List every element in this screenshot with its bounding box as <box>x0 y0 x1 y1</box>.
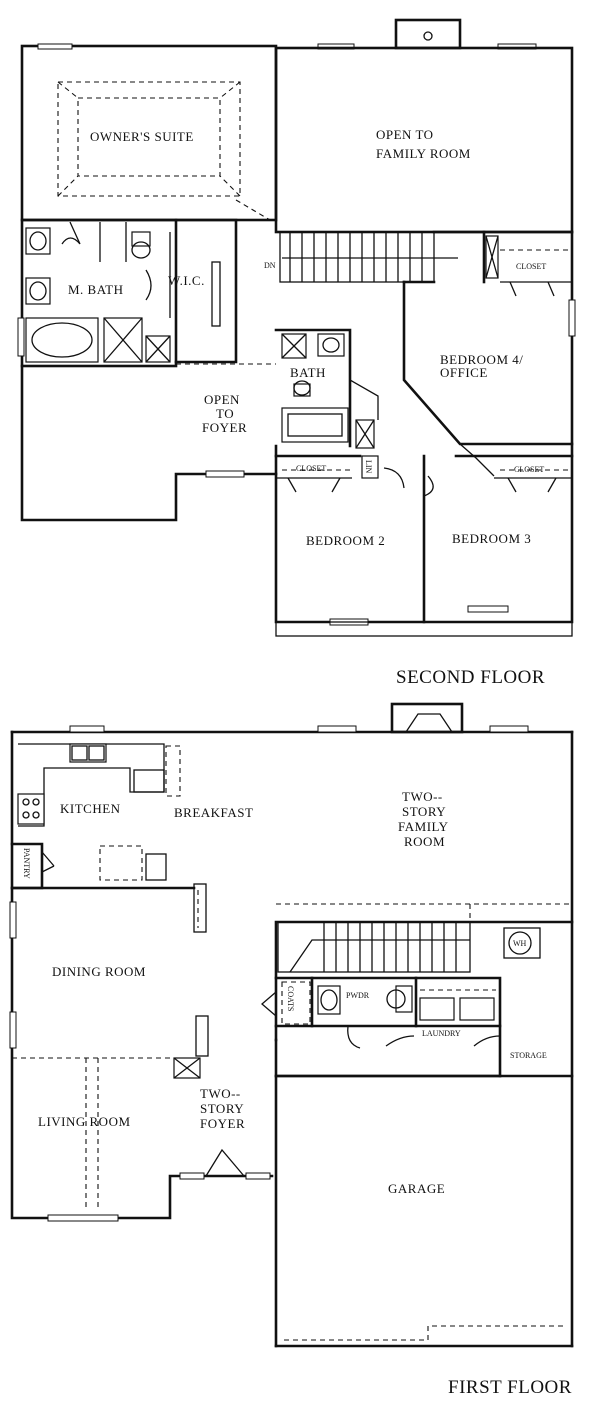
water-heater-label: WH <box>513 939 527 948</box>
dryer-icon <box>459 997 495 1021</box>
washer-icon <box>419 997 455 1021</box>
linen-closet-icon <box>361 455 379 479</box>
water-heater-icon <box>508 931 532 955</box>
door-swing <box>385 1035 415 1047</box>
window <box>47 1214 119 1222</box>
second-floor-plan <box>17 18 576 637</box>
fireplace <box>390 702 464 734</box>
fireplace-icon <box>423 31 433 41</box>
window <box>9 901 17 939</box>
pantry-cabinet <box>165 745 181 797</box>
door-swing <box>261 991 277 1017</box>
walk-in-closet-outline <box>174 218 238 364</box>
bath-label: BATH <box>290 365 326 380</box>
bedroom-3-label: BEDROOM 3 <box>452 531 531 546</box>
closet-door <box>509 281 555 297</box>
lower-roof-outline <box>20 364 278 522</box>
family-room-label-2: STORY <box>402 804 446 819</box>
open-to-foyer-label-2: TO <box>216 406 234 421</box>
window <box>37 43 73 50</box>
column <box>193 883 207 933</box>
closet-label-bedroom-2: CLOSET <box>296 464 326 473</box>
storage-label: STORAGE <box>510 1051 547 1060</box>
open-to-foyer-label-1: OPEN <box>204 392 240 407</box>
window <box>467 605 509 613</box>
window <box>317 725 357 733</box>
refrigerator-icon <box>133 769 165 793</box>
open-to-family-room-label-1: OPEN TO <box>376 127 434 142</box>
front-door-swing <box>205 1148 245 1177</box>
living-room-label: LIVING ROOM <box>38 1114 131 1129</box>
door-swing <box>383 467 434 497</box>
foyer-label-2: STORY <box>200 1101 244 1116</box>
coat-closet <box>281 981 311 1025</box>
foyer-label-3: FOYER <box>200 1116 245 1131</box>
powder-room-label: PWDR <box>346 991 370 1000</box>
stairs <box>279 231 435 283</box>
stairs <box>277 921 471 973</box>
garage-door <box>284 1325 566 1341</box>
utility-core-outline <box>274 976 502 1028</box>
stairs-down-label: DN <box>264 261 276 270</box>
coats-label: COATS <box>286 986 295 1011</box>
toilet-icon <box>395 985 413 1013</box>
laundry-label: LAUNDRY <box>422 1029 461 1038</box>
window <box>245 1172 271 1180</box>
master-bath-outline <box>20 218 178 368</box>
first-floor-plan <box>9 702 574 1348</box>
sink-icon <box>317 333 345 357</box>
foyer-label-1: TWO-- <box>200 1086 241 1101</box>
closet-door <box>287 477 341 493</box>
closet-label-bedroom-3: CLOSET <box>514 465 544 474</box>
closet-label-bedroom-4: CLOSET <box>516 262 546 271</box>
pantry-label: PANTRY <box>22 848 31 879</box>
window <box>179 1172 205 1180</box>
tray-ceiling-outer <box>57 81 241 197</box>
stair-core-outline <box>274 920 574 1042</box>
door-swing <box>473 1035 501 1047</box>
linen-label: LIN <box>364 460 373 474</box>
window <box>9 1011 17 1049</box>
bedroom-4-label-1: BEDROOM 4/ <box>440 352 523 367</box>
window <box>69 725 105 733</box>
family-room-label-4: ROOM <box>404 834 445 849</box>
bedroom-4-label-2: OFFICE <box>440 365 488 380</box>
master-bath-label: M. BATH <box>68 282 124 297</box>
open-to-foyer-label-3: FOYER <box>202 420 247 435</box>
window <box>568 299 576 337</box>
water-heater-box <box>503 927 541 959</box>
bathtub-icon <box>281 407 349 443</box>
lower-roof-edge <box>275 621 573 637</box>
door-swing <box>145 269 152 301</box>
family-room-label-1: TWO-- <box>402 789 443 804</box>
bedroom-2-label: BEDROOM 2 <box>306 533 385 548</box>
kitchen-label: KITCHEN <box>60 801 121 816</box>
family-room-label-3: FAMILY <box>398 819 449 834</box>
bath-outline <box>274 328 352 448</box>
sink-icon <box>69 743 107 763</box>
door-swing <box>61 221 81 245</box>
window <box>17 317 25 357</box>
column <box>195 1015 209 1057</box>
island-seat <box>145 853 167 881</box>
dining-room-label: DINING ROOM <box>52 964 146 979</box>
door-swing <box>347 1025 361 1049</box>
window <box>205 470 245 478</box>
second-floor-title: SECOND FLOOR <box>396 667 545 688</box>
closet-door <box>507 477 557 493</box>
kitchen-island <box>99 845 143 881</box>
fireplace-chimney <box>394 18 462 50</box>
owners-suite-label: OWNER'S SUITE <box>90 129 194 144</box>
first-floor-title: FIRST FLOOR <box>448 1377 572 1398</box>
walk-in-closet-label: W.I.C. <box>168 273 205 288</box>
garage-label: GARAGE <box>388 1181 445 1196</box>
door-swing <box>41 851 55 873</box>
toilet-icon <box>293 383 311 397</box>
range-icon <box>17 793 45 825</box>
window <box>489 725 529 733</box>
breakfast-label: BREAKFAST <box>174 805 253 820</box>
bathtub-icon <box>25 317 99 363</box>
open-to-family-room-label-2: FAMILY ROOM <box>376 146 471 161</box>
